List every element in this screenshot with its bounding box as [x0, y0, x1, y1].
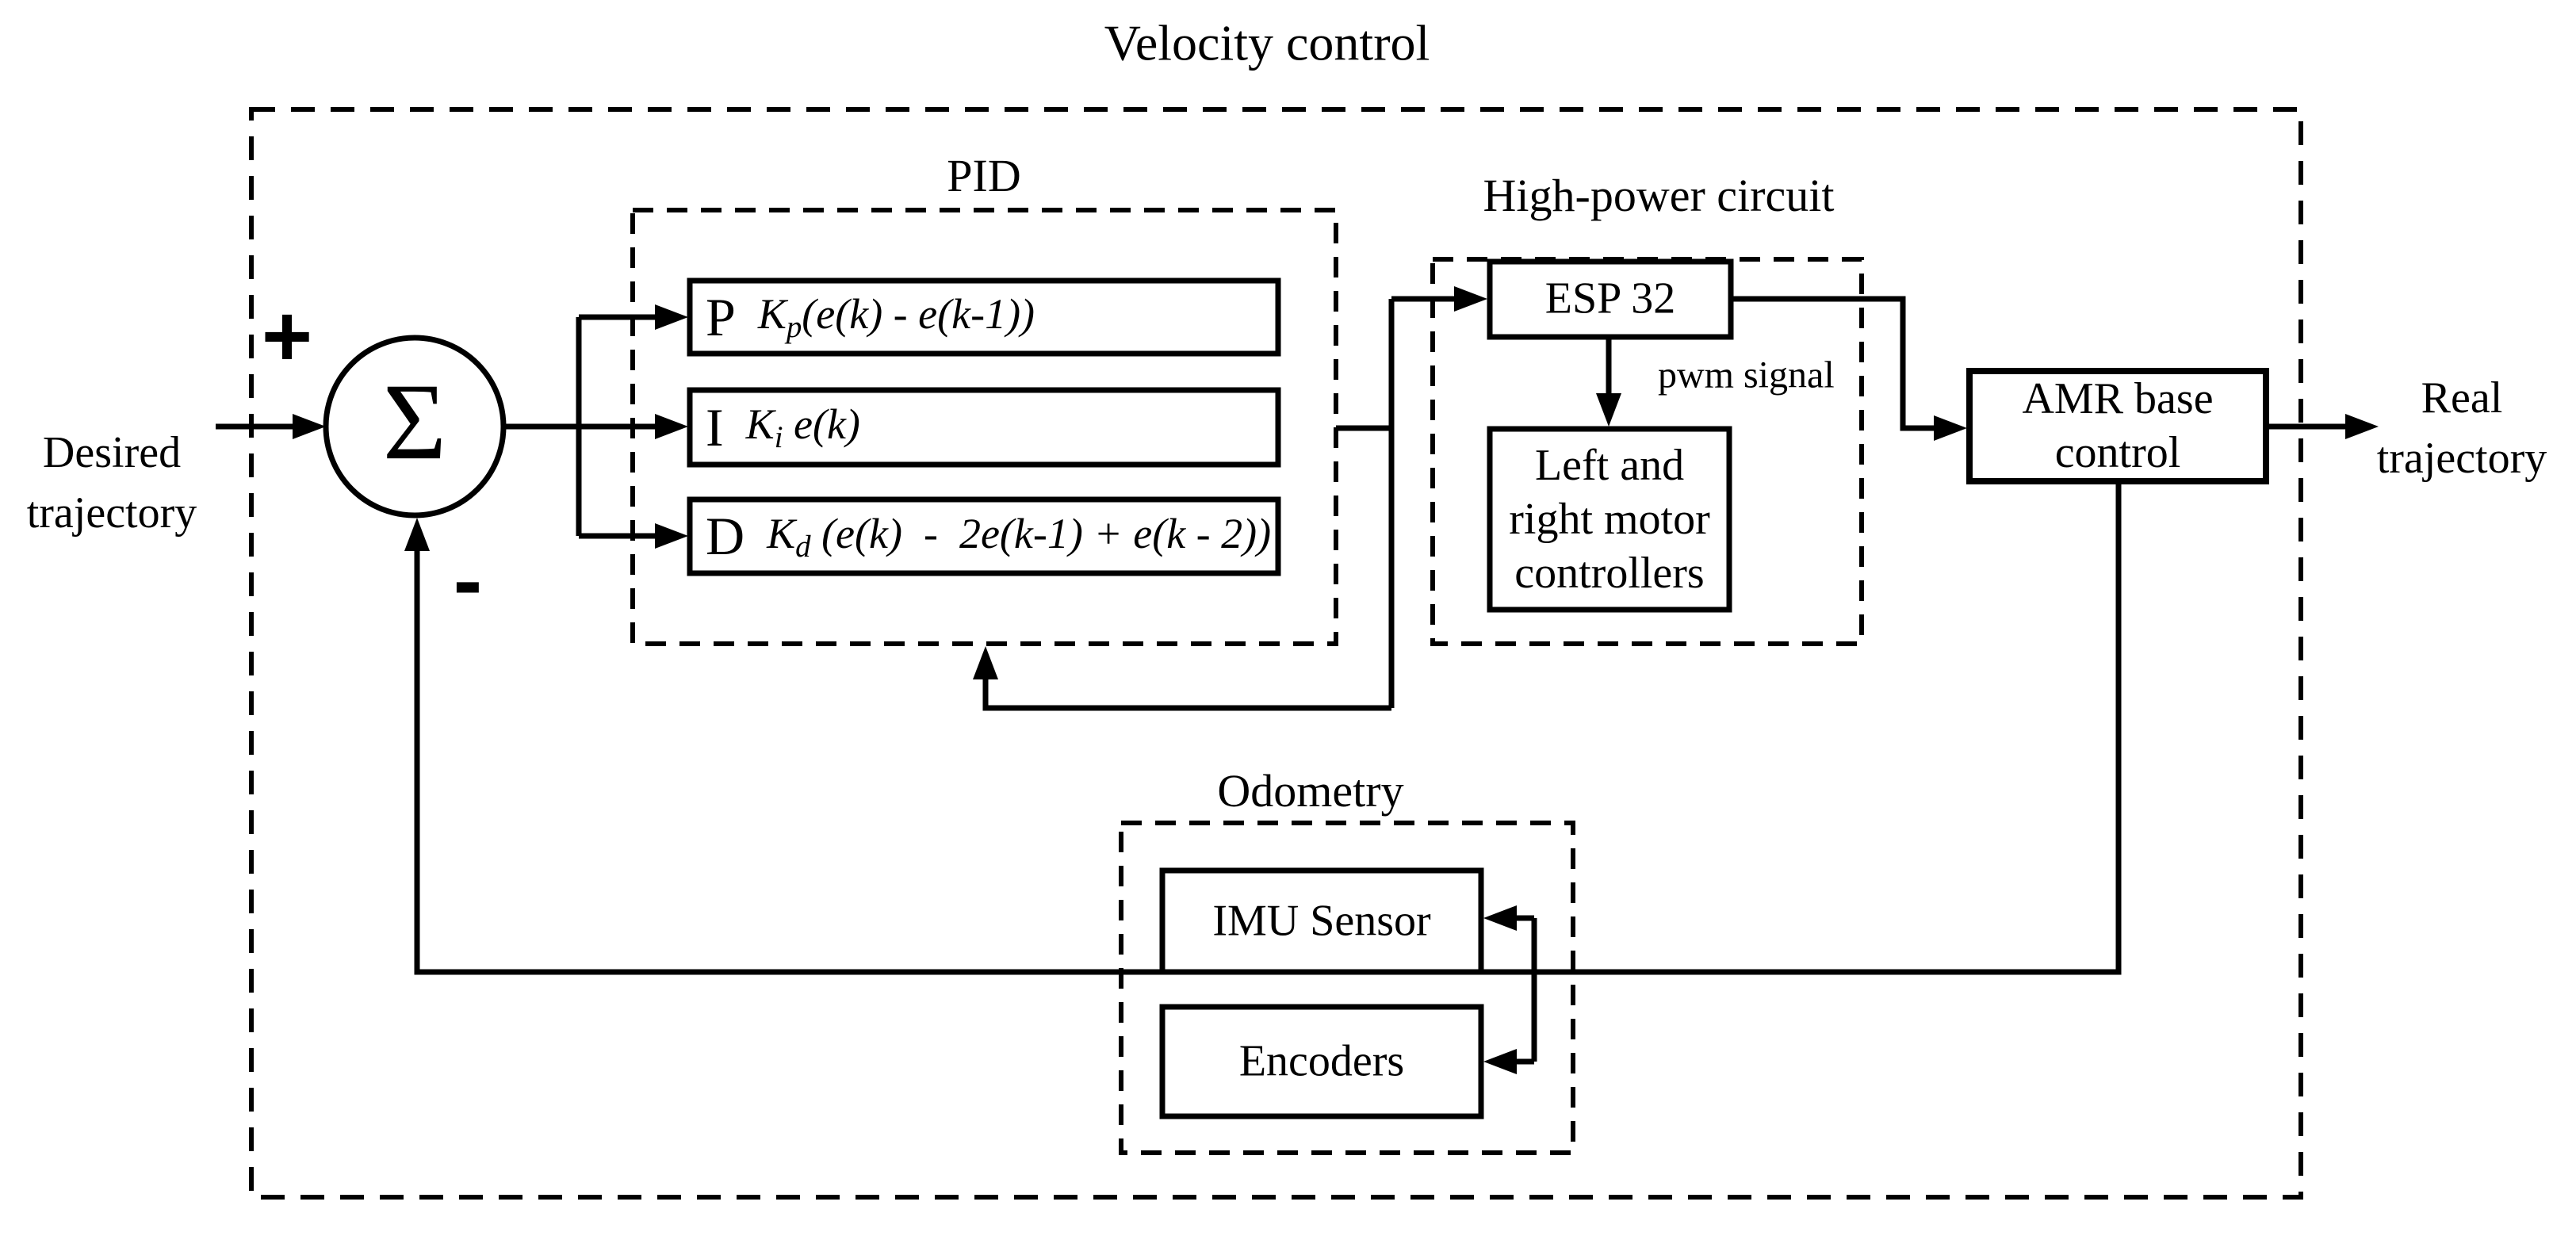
- odometry-title: Odometry: [1217, 765, 1404, 817]
- esp-to-amr-line: [1731, 296, 1939, 431]
- pid-feedback-arrowhead: [973, 646, 998, 679]
- motor-label-line1: Left and: [1534, 441, 1685, 490]
- pid-row-p: P Kp(e(k) - e(k-1)): [690, 281, 1278, 354]
- real-trajectory-line1: Real: [2421, 373, 2503, 423]
- real-trajectory-line2: trajectory: [2376, 434, 2547, 483]
- i-arrowhead: [655, 414, 688, 439]
- pid-feedback-line: [982, 678, 1391, 711]
- amr-arrowhead: [1934, 415, 1967, 441]
- input-arrowhead: [293, 414, 326, 439]
- pid-row-i-sub: i: [774, 419, 783, 454]
- pid-row-i-label: I: [706, 396, 724, 457]
- encoders-box: [1159, 1004, 1484, 1119]
- sum-feedback-arrowhead: [404, 518, 430, 551]
- p-arrowhead: [655, 304, 688, 330]
- pid-i-box: [687, 387, 1281, 468]
- pid-row-p-label: P: [706, 286, 736, 347]
- encoders-arrowhead: [1483, 1049, 1517, 1074]
- main-feedback-line: [414, 481, 2122, 975]
- pid-row-i-coef: K: [745, 400, 775, 449]
- pid-row-p-formula: Kp(e(k) - e(k-1)): [758, 289, 1035, 345]
- pid-row-d: D Kd (e(k) - 2e(k-1) + e(k - 2)): [690, 499, 1278, 573]
- real-trajectory-label: Real trajectory: [2377, 368, 2547, 488]
- esp-arrowhead: [1454, 286, 1487, 312]
- diagram-title: Velocity control: [1104, 14, 1430, 71]
- amr-base-control-label: AMR base control: [2022, 372, 2213, 480]
- sigma-symbol: Σ: [382, 361, 447, 483]
- motor-controllers-box: [1487, 426, 1732, 613]
- pid-row-d-label: D: [706, 506, 745, 566]
- esp32-label: ESP 32: [1544, 274, 1676, 323]
- desired-trajectory-line2: trajectory: [26, 488, 197, 538]
- amr-label-line2: control: [2054, 428, 2181, 477]
- arrowheads: [293, 286, 2379, 1074]
- pid-title: PID: [947, 150, 1021, 202]
- amr-label-line1: AMR base: [2022, 374, 2214, 423]
- output-arrowhead: [2345, 414, 2379, 439]
- pid-row-d-formula: Kd (e(k) - 2e(k-1) + e(k - 2)): [767, 509, 1271, 564]
- pid-row-d-expr: (e(k) - 2e(k-1) + e(k - 2)): [810, 509, 1272, 557]
- pwm-signal-label: pwm signal: [1658, 354, 1835, 396]
- high-power-title: High-power circuit: [1483, 170, 1835, 222]
- outer-dashed-border: [249, 107, 2303, 1200]
- motor-label-line3: controllers: [1514, 549, 1705, 598]
- imu-arrowhead: [1483, 905, 1517, 931]
- motor-controllers-label: Left and right motor controllers: [1509, 438, 1710, 600]
- plus-sign: +: [261, 287, 313, 385]
- desired-trajectory-label: Desired trajectory: [27, 423, 197, 543]
- desired-trajectory-line1: Desired: [42, 428, 182, 477]
- pid-row-d-sub: d: [795, 529, 811, 564]
- imu-sensor-label: IMU Sensor: [1212, 896, 1431, 946]
- pid-row-i: I Ki e(k): [690, 390, 1278, 465]
- encoders-label: Encoders: [1238, 1036, 1405, 1086]
- pid-row-p-sub: p: [786, 309, 802, 344]
- pid-row-p-coef: K: [757, 290, 787, 339]
- pid-p-box: [687, 277, 1281, 357]
- pid-d-box: [687, 496, 1281, 576]
- pid-row-d-coef: K: [767, 509, 796, 557]
- d-arrowhead: [655, 523, 688, 549]
- pwm-arrowhead: [1596, 393, 1621, 427]
- pid-row-i-expr: e(k): [783, 400, 860, 449]
- pid-row-p-expr: (e(k) - e(k-1)): [802, 290, 1035, 339]
- connection-lines: [216, 296, 2350, 1065]
- pid-row-i-formula: Ki e(k): [746, 400, 860, 455]
- motor-label-line2: right motor: [1509, 495, 1710, 544]
- odometry-dashed-box: [1119, 821, 1575, 1155]
- minus-sign: -: [453, 531, 483, 629]
